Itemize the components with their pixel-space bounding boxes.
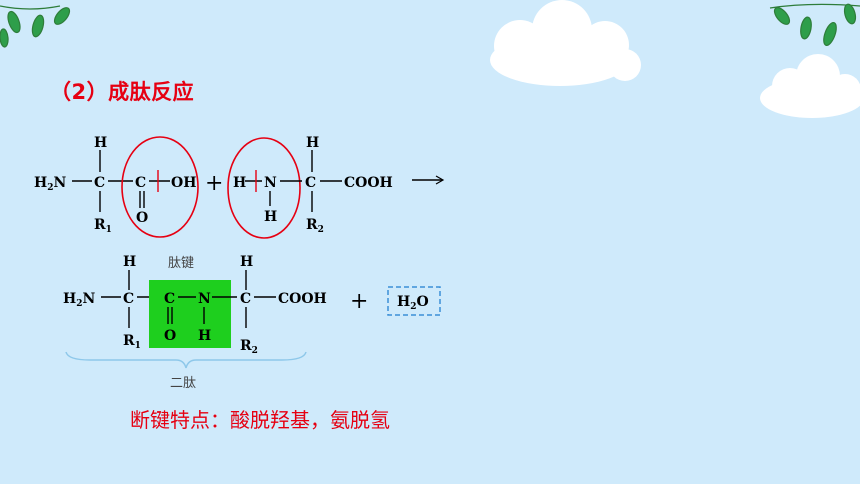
r-group: R1 bbox=[123, 333, 141, 351]
amino-acid-1: H H2N C R1 C O OH bbox=[34, 135, 199, 238]
r-group: R1 bbox=[94, 217, 112, 235]
alpha-carbon: C bbox=[123, 291, 134, 307]
alpha-carbon: C bbox=[305, 175, 316, 191]
carboxyl-group: COOH bbox=[278, 291, 327, 307]
amide-hydrogen: H bbox=[198, 328, 211, 344]
h-atom: H bbox=[306, 135, 319, 151]
dipeptide-label: 二肽 bbox=[170, 376, 197, 391]
carbonyl-carbon: C bbox=[164, 291, 175, 307]
h-atom: H bbox=[94, 135, 107, 151]
amine-hydrogen: H bbox=[264, 209, 277, 225]
carboxyl-group: COOH bbox=[344, 175, 393, 191]
leaf-branch-icon bbox=[769, 3, 860, 47]
alpha-carbon: C bbox=[240, 291, 251, 307]
leaf-branch-icon bbox=[0, 5, 71, 48]
h-atom: H bbox=[233, 175, 246, 191]
water-box bbox=[387, 286, 441, 316]
amine-group: H2N bbox=[63, 291, 96, 309]
carbonyl-carbon: C bbox=[135, 175, 146, 191]
bond-feature-note: 断键特点：酸脱羟基，氨脱氢 bbox=[130, 408, 390, 432]
hydroxyl-group: OH bbox=[171, 175, 196, 191]
r-group: R2 bbox=[240, 338, 258, 356]
dipeptide-brace bbox=[65, 351, 307, 369]
amine-h-circle bbox=[227, 137, 301, 239]
plus-sign: + bbox=[350, 289, 368, 314]
plus-sign: + bbox=[205, 171, 223, 196]
carbonyl-oxygen: O bbox=[136, 210, 148, 226]
h-atom: H bbox=[123, 254, 136, 270]
amine-nitrogen: N bbox=[264, 175, 277, 191]
amino-acid-2: H N H H C R2 COOH bbox=[227, 135, 393, 239]
carbonyl-oxygen: O bbox=[164, 328, 176, 344]
h-atom: H bbox=[240, 254, 253, 270]
cloud-icon bbox=[760, 54, 860, 118]
hydroxyl-circle bbox=[121, 136, 199, 238]
alpha-carbon: C bbox=[94, 175, 105, 191]
amide-nitrogen: N bbox=[198, 291, 211, 307]
section-title: （2）成肽反应 bbox=[50, 80, 195, 104]
dipeptide: H H2N C R1 C O N H H C R2 COOH bbox=[63, 254, 327, 369]
amine-group: H2N bbox=[34, 175, 67, 193]
r-group: R2 bbox=[306, 217, 324, 235]
peptide-bond-label: 肽键 bbox=[168, 256, 195, 271]
water-molecule: H2O bbox=[397, 294, 429, 312]
cloud-icon bbox=[490, 0, 641, 86]
peptide-bond-highlight bbox=[149, 280, 231, 348]
